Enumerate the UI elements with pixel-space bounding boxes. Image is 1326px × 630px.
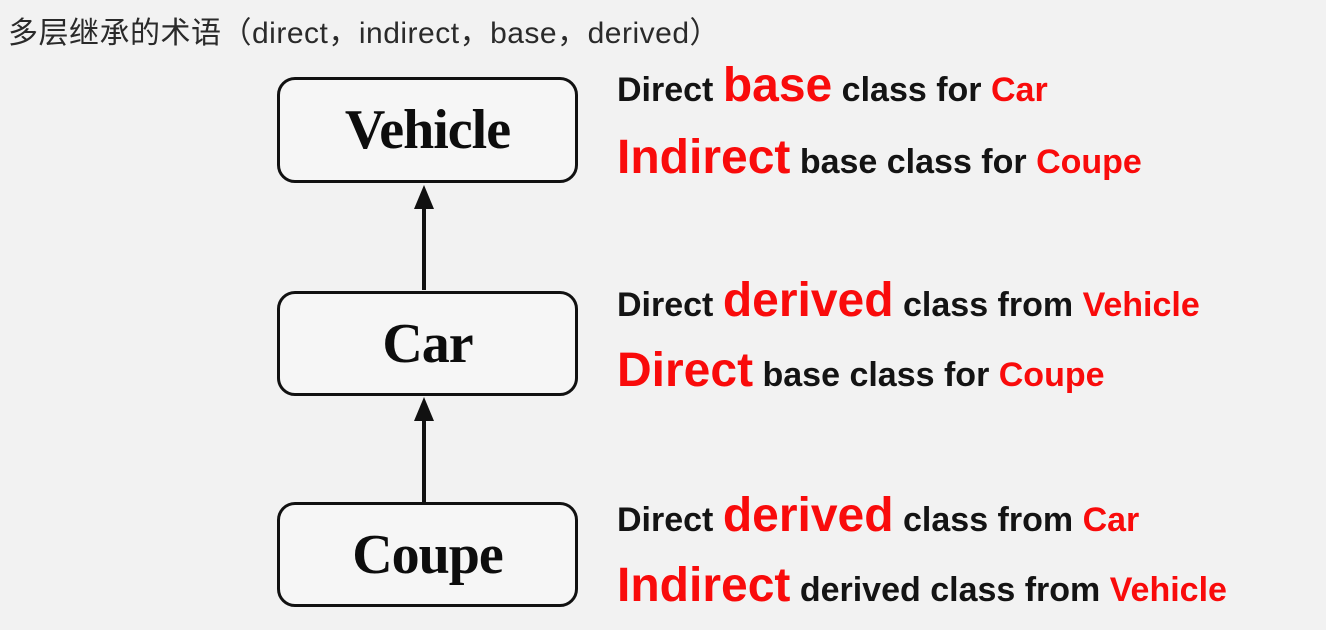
annotation-segment: class from xyxy=(893,501,1083,539)
annotation-segment: Direct xyxy=(617,501,723,539)
annotation-segment: base class for xyxy=(753,356,999,394)
annotation-coupe-line-1: Direct derived class from Car xyxy=(617,492,1139,540)
arrow-car-to-vehicle-icon xyxy=(414,185,434,290)
annotation-segment: Vehicle xyxy=(1109,571,1227,609)
annotation-car-line-2: Direct base class for Coupe xyxy=(617,347,1105,395)
class-box-coupe: Coupe xyxy=(277,502,578,607)
class-box-label: Vehicle xyxy=(344,99,511,161)
annotation-segment: Coupe xyxy=(1036,143,1142,181)
annotation-segment: Indirect xyxy=(617,131,791,184)
annotation-segment: Direct xyxy=(617,344,754,397)
annotation-vehicle-line-1: Direct base class for Car xyxy=(617,62,1048,110)
annotation-segment: Vehicle xyxy=(1082,286,1200,324)
annotation-segment: derived xyxy=(722,489,894,542)
class-box-label: Coupe xyxy=(352,523,504,586)
annotation-segment: Car xyxy=(990,71,1048,109)
class-box-car: Car xyxy=(277,291,578,396)
class-box-label: Car xyxy=(382,312,473,375)
annotation-segment: derived class from xyxy=(790,571,1110,609)
annotation-segment: Direct xyxy=(617,286,723,324)
annotation-segment: Indirect xyxy=(617,559,791,612)
annotation-segment: Direct xyxy=(617,71,723,109)
page-title: 多层继承的术语（direct，indirect，base，derived） xyxy=(8,17,721,50)
annotation-segment: class from xyxy=(893,286,1083,324)
annotation-car-line-1: Direct derived class from Vehicle xyxy=(617,277,1200,325)
annotation-segment: base xyxy=(722,59,833,112)
arrow-coupe-to-car-icon xyxy=(414,397,434,502)
annotation-vehicle-line-2: Indirect base class for Coupe xyxy=(617,134,1142,182)
annotation-coupe-line-2: Indirect derived class from Vehicle xyxy=(617,562,1227,610)
annotation-segment: Car xyxy=(1082,501,1140,539)
annotation-segment: base class for xyxy=(790,143,1037,181)
annotation-segment: derived xyxy=(722,274,894,327)
annotation-segment: Coupe xyxy=(998,356,1105,394)
annotation-segment: class for xyxy=(832,71,991,109)
class-box-vehicle: Vehicle xyxy=(277,77,578,183)
